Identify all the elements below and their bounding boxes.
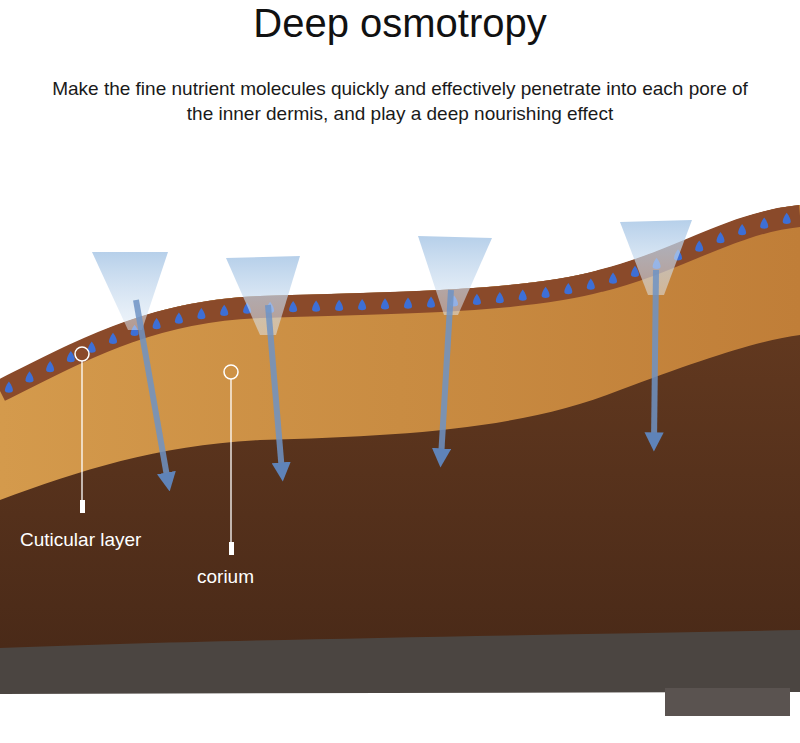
leader-line <box>230 379 231 542</box>
nutrient-droplet <box>312 300 320 311</box>
nutrient-droplet <box>587 278 595 289</box>
part-label: corium <box>197 565 357 589</box>
nutrient-droplet <box>542 287 550 298</box>
callout-circle <box>75 347 89 361</box>
nutrient-droplet <box>381 298 389 309</box>
cuticle-band <box>0 216 800 391</box>
nutrient-droplet <box>175 312 183 323</box>
nutrient-droplet <box>760 217 768 228</box>
callout-circle <box>224 365 238 379</box>
description-note: Make the fine nutrient molecules quickly… <box>40 76 760 126</box>
penetration-funnel <box>92 252 168 330</box>
shoe-heel <box>665 688 790 716</box>
nutrient-droplet <box>519 290 527 301</box>
leader-end <box>229 542 234 555</box>
penetration-funnel <box>418 236 492 315</box>
nutrient-droplet <box>46 361 54 372</box>
penetration-arrow <box>136 300 168 482</box>
tan-layer <box>0 205 800 500</box>
nutrient-droplet <box>109 333 117 344</box>
penetration-arrow <box>268 305 282 472</box>
nutrient-droplet <box>289 301 297 312</box>
part-label: Cuticular layer <box>20 528 220 552</box>
nutrient-droplet <box>26 371 34 382</box>
nutrient-droplet <box>564 283 572 294</box>
nutrient-droplet <box>358 299 366 310</box>
nutrient-droplet <box>473 294 481 305</box>
penetration-arrow <box>654 270 656 442</box>
penetration-funnel <box>226 256 300 335</box>
nutrient-droplet <box>197 308 205 319</box>
nutrient-droplet <box>335 300 343 311</box>
nutrient-droplet <box>496 292 504 303</box>
droplet-group <box>5 213 791 393</box>
nutrient-droplet <box>609 273 617 284</box>
nutrient-droplet <box>738 224 746 235</box>
nutrient-droplet <box>5 382 13 393</box>
corium-layer <box>0 205 800 648</box>
leader-end <box>80 500 85 513</box>
nutrient-droplet <box>717 232 725 243</box>
penetration-arrow <box>441 290 451 458</box>
nutrient-droplet <box>404 298 412 309</box>
nutrient-droplet <box>153 318 161 329</box>
nutrient-droplet <box>783 213 791 224</box>
nutrient-droplet <box>427 297 435 308</box>
nutrient-droplet <box>695 241 703 252</box>
nutrient-droplet <box>67 351 75 362</box>
leader-line <box>81 361 82 500</box>
nutrient-droplet <box>220 305 228 316</box>
diagram-title: Deep osmotropy <box>0 0 800 46</box>
